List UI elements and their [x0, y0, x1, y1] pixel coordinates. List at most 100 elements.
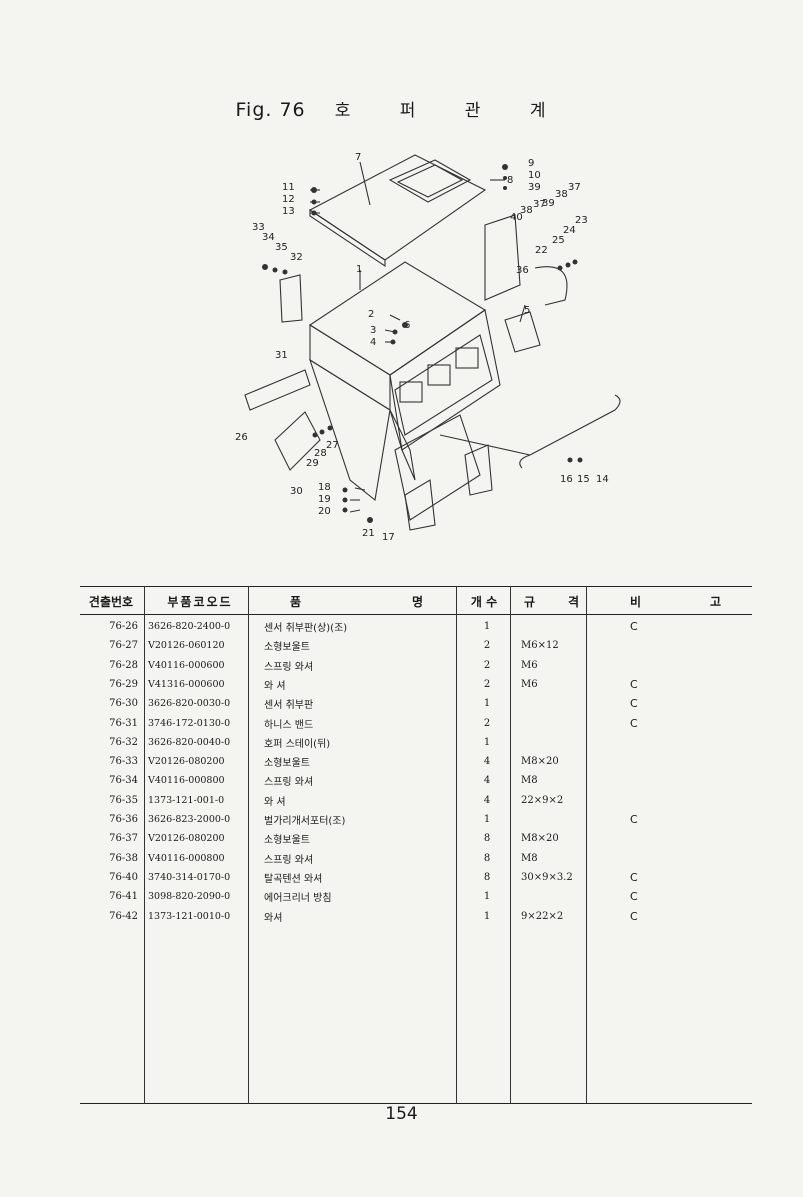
header-qty: 개 수	[470, 594, 498, 609]
quantity: 1	[483, 814, 491, 825]
part-name: 소형보울트	[264, 758, 310, 770]
svg-text:10: 10	[528, 170, 541, 181]
part-name: 센서 취부판(상)(조)	[264, 623, 348, 634]
col-divider	[586, 586, 587, 1104]
specification: M6	[521, 659, 538, 671]
header-name-right: 명	[412, 594, 424, 609]
remark	[630, 771, 650, 790]
part-code: V20126-060120	[148, 640, 225, 652]
part-name: 스프링 와셔	[264, 661, 314, 673]
part-ref-no: 76-34	[109, 775, 138, 787]
specification	[520, 714, 611, 733]
part-ref-no: 76-35	[109, 794, 138, 806]
specification	[520, 694, 611, 713]
part-ref-no: 76-32	[109, 736, 138, 748]
svg-text:11: 11	[282, 182, 295, 193]
part-code: 3746-172-0130-0	[148, 717, 231, 729]
svg-text:38: 38	[520, 205, 533, 216]
svg-text:37: 37	[568, 182, 581, 193]
remark	[630, 849, 650, 868]
svg-text:14: 14	[596, 474, 609, 485]
svg-text:33: 33	[252, 222, 265, 233]
specification: 30×9×3.2	[521, 871, 573, 883]
col-divider	[456, 586, 457, 1104]
part-code: 1373-121-0010-0	[148, 910, 231, 922]
figure-title: Fig. 76 호 퍼 관 계	[0, 96, 803, 121]
quantity: 4	[483, 756, 491, 768]
specification: M8×20	[521, 756, 559, 768]
remark	[630, 656, 650, 675]
svg-text:17: 17	[382, 532, 395, 543]
remark: C	[630, 697, 638, 711]
part-ref-no: 76-29	[109, 678, 138, 690]
svg-text:38: 38	[555, 189, 568, 200]
part-name: 에어크리너 방침	[264, 893, 332, 905]
part-name: 하니스 밴드	[264, 719, 314, 731]
svg-text:27: 27	[326, 440, 339, 451]
part-code: V40116-000600	[148, 659, 225, 671]
part-ref-no: 76-33	[109, 756, 138, 768]
quantity: 1	[483, 698, 491, 710]
part-ref-no: 76-38	[109, 852, 138, 864]
svg-text:21: 21	[362, 528, 375, 539]
svg-text:1: 1	[356, 264, 362, 275]
svg-text:28: 28	[314, 448, 327, 459]
part-ref-no: 76-36	[109, 814, 138, 825]
header-remark-right: 고	[710, 594, 722, 609]
quantity: 8	[483, 871, 491, 883]
part-name: 벌가리개서포터(조)	[264, 816, 346, 827]
svg-text:18: 18	[318, 482, 331, 493]
svg-text:7: 7	[355, 152, 361, 163]
svg-text:24: 24	[563, 225, 576, 236]
col-divider	[510, 586, 511, 1104]
svg-text:4: 4	[370, 337, 376, 348]
svg-text:35: 35	[275, 242, 288, 253]
part-ref-no: 76-30	[109, 698, 138, 710]
part-name: 와셔	[264, 912, 283, 924]
quantity: 4	[483, 794, 491, 806]
table-header-rule	[80, 614, 752, 615]
specification: M6	[521, 678, 538, 690]
specification: 9×22×2	[521, 910, 564, 922]
remark	[630, 752, 650, 771]
page-number: 154	[385, 1104, 418, 1124]
part-name: 와 셔	[264, 796, 286, 808]
part-name: 호퍼 스테이(뒤)	[264, 738, 331, 750]
remark	[630, 791, 650, 810]
header-spec-right: 격	[568, 594, 580, 609]
part-code: V41316-000600	[148, 678, 225, 690]
svg-text:30: 30	[290, 486, 303, 497]
svg-text:8: 8	[507, 175, 513, 186]
svg-text:22: 22	[535, 245, 548, 256]
part-code: 3626-820-2400-0	[148, 621, 231, 632]
part-code: V40116-000800	[148, 775, 225, 787]
part-name: 소형보울트	[264, 835, 310, 847]
part-ref-no: 76-42	[109, 910, 138, 922]
specification	[520, 733, 611, 752]
svg-text:5: 5	[524, 305, 530, 316]
remark: C	[630, 620, 638, 633]
svg-text:34: 34	[262, 232, 275, 243]
specification: M8	[521, 775, 538, 787]
col-divider	[144, 586, 145, 1104]
svg-text:12: 12	[282, 194, 295, 205]
specification	[520, 617, 611, 636]
part-code: 3098-820-2090-0	[148, 891, 231, 903]
remark: C	[630, 909, 638, 923]
header-remark-left: 비	[630, 594, 642, 609]
part-ref-no: 76-40	[109, 871, 138, 883]
svg-text:19: 19	[318, 494, 331, 505]
part-code: 3626-823-2000-0	[148, 814, 231, 825]
quantity: 1	[483, 621, 491, 632]
svg-text:29: 29	[306, 458, 319, 469]
